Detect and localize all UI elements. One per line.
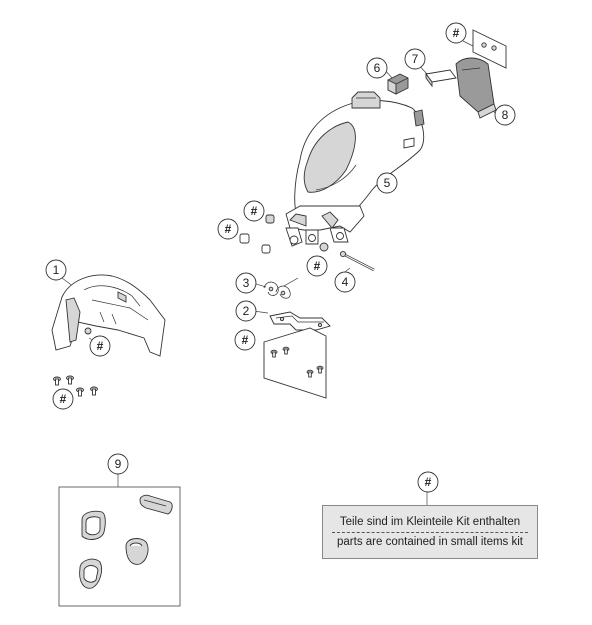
callout-label: 6 (374, 61, 381, 75)
callout-hash-grommet-top: # (243, 200, 265, 222)
callout-6: 6 (366, 57, 388, 79)
screw-icon (306, 369, 314, 378)
screw-icon (481, 42, 487, 48)
rubber-buffer-icon (125, 538, 149, 565)
rubber-buffer-icon (79, 558, 103, 589)
grommet-icon (319, 242, 329, 252)
callout-label: 5 (384, 176, 391, 190)
screw-icon (66, 375, 74, 385)
callout-label: # (242, 333, 249, 347)
callout-hash-screws-left: # (52, 388, 74, 410)
screw-icon (282, 346, 290, 355)
callout-hash-top-right: # (445, 22, 467, 44)
rubber-flap-part-8 (455, 57, 497, 119)
screw-icon (491, 45, 497, 51)
callout-1: 1 (45, 259, 67, 281)
legend-line-german: Teile sind im Kleinteile Kit enthalten (339, 515, 521, 528)
callout-label: # (314, 259, 321, 273)
callout-9: 9 (107, 453, 129, 475)
callout-5: 5 (376, 172, 398, 194)
callout-3: 3 (235, 272, 257, 294)
callout-label: 3 (243, 276, 250, 290)
legend-separator (332, 531, 528, 533)
callout-hash-legend: # (417, 471, 439, 493)
screw-icon (316, 365, 324, 374)
callout-label: # (453, 26, 460, 40)
screw-set-left (53, 375, 98, 397)
decal-plate-top-right (472, 29, 507, 69)
callout-8: 8 (494, 104, 516, 126)
callout-2: 2 (235, 300, 257, 322)
pin-part-4 (339, 250, 375, 272)
legend-line-english: parts are contained in small items kit (337, 535, 523, 548)
callout-label: # (60, 392, 67, 406)
bracket-part-2 (269, 311, 331, 331)
screw-icon (90, 386, 98, 396)
callout-label: # (97, 339, 104, 353)
grommet-icon (261, 244, 271, 254)
callout-label: 2 (243, 304, 250, 318)
grommet-icon (239, 233, 250, 244)
bracket-part-7 (425, 69, 457, 88)
callout-label: 8 (502, 108, 509, 122)
screw-icon (76, 387, 84, 397)
small-items-kit-legend: Teile sind im Kleinteile Kit enthalten p… (322, 505, 538, 559)
callout-label: 4 (342, 275, 349, 289)
rubber-buffer-icon (81, 510, 106, 540)
screw-icon (53, 376, 61, 386)
heat-shield-part-1 (51, 274, 166, 357)
callout-label: # (425, 475, 432, 489)
grommet-set-tank (239, 214, 329, 254)
rubber-buffer-icon (139, 494, 173, 515)
callout-hash-plate-center: # (234, 329, 256, 351)
callout-hash-grommet-right: # (306, 255, 328, 277)
screw-icon (270, 349, 278, 358)
leader-lines (61, 40, 498, 505)
tank-cap-cover-part-6 (387, 73, 409, 95)
callout-label: 1 (53, 263, 60, 277)
decal-plate-center (263, 327, 327, 399)
callout-label: 7 (412, 52, 419, 66)
callout-hash-grommet-left: # (217, 218, 239, 240)
rubber-buffer-box-part-9 (58, 486, 181, 607)
callout-4: 4 (334, 271, 356, 293)
grommet-icon (265, 214, 275, 224)
callout-7: 7 (404, 48, 426, 70)
spring-clip-part-3 (263, 277, 299, 299)
callout-label: 9 (115, 457, 122, 471)
callout-label: # (251, 204, 258, 218)
callout-hash-part-1: # (89, 335, 111, 357)
callout-label: # (225, 222, 232, 236)
screw-icon (84, 327, 92, 335)
fuel-tank-part-5 (285, 91, 425, 247)
